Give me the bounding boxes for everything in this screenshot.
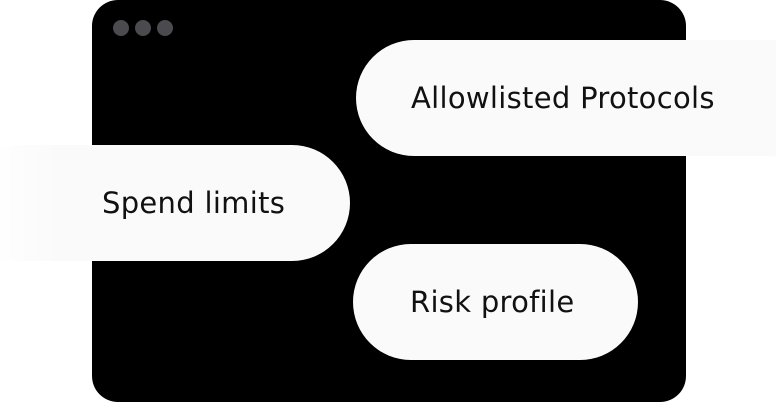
spend-limits-tag: Spend limits xyxy=(0,145,350,261)
window-dot-icon xyxy=(157,20,173,36)
window-dot-icon xyxy=(113,20,129,36)
spend-limits-label: Spend limits xyxy=(102,186,286,220)
risk-profile-tag: Risk profile xyxy=(353,244,638,360)
allowlisted-protocols-tag: Allowlisted Protocols xyxy=(356,40,776,156)
allowlisted-protocols-label: Allowlisted Protocols xyxy=(411,81,715,115)
risk-profile-label: Risk profile xyxy=(410,285,575,319)
window-controls xyxy=(113,20,173,36)
window-dot-icon xyxy=(135,20,151,36)
